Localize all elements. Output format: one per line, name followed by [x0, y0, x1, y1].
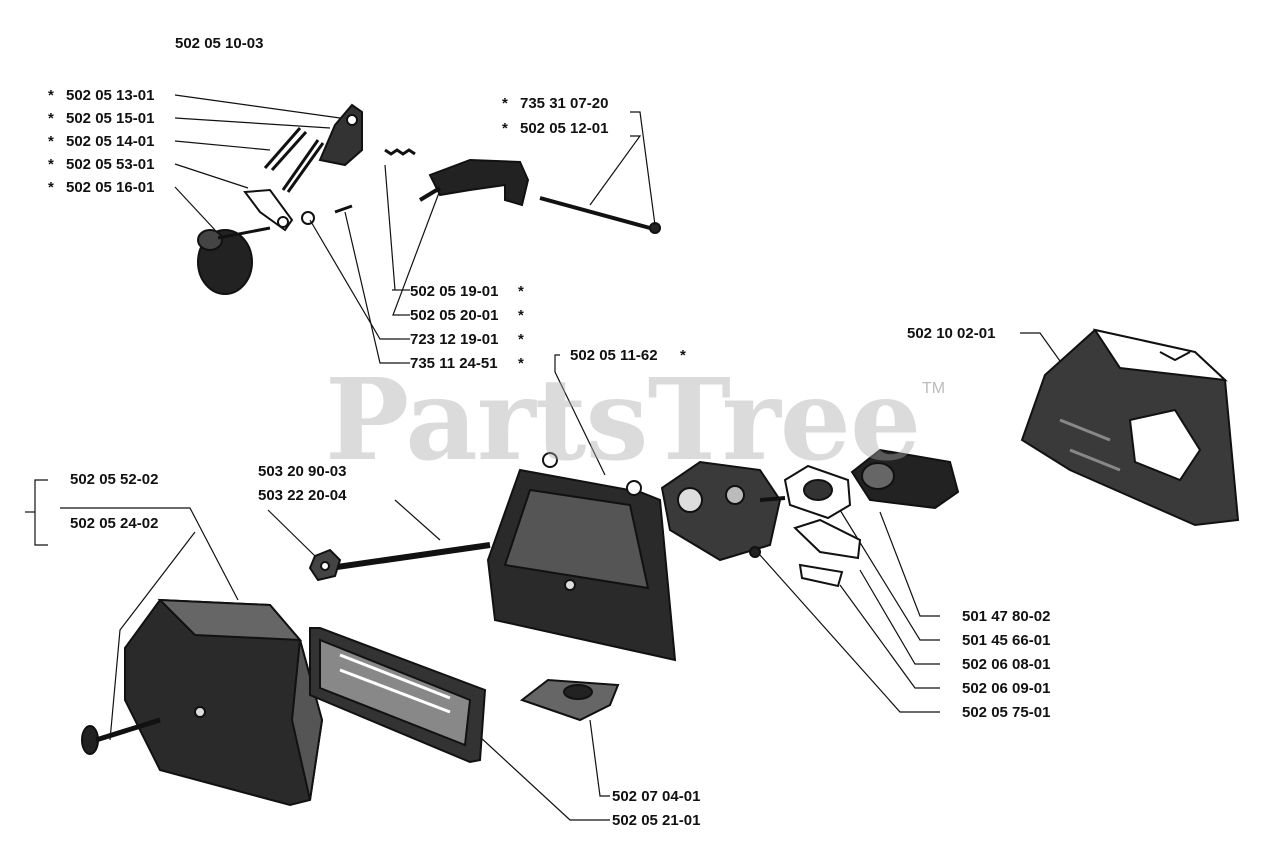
rod-part	[281, 139, 325, 193]
title-number: 502 05 10-03	[175, 35, 263, 52]
asterisk-mark: *	[48, 110, 54, 127]
part-label-502-06-09-01: 502 06 09-01	[962, 680, 1050, 697]
air-box-cover	[1020, 328, 1240, 527]
part-label-735-31-07-20: 735 31 07-20	[520, 95, 608, 112]
stud-and-nut	[308, 542, 491, 582]
part-label-502-05-75-01: 502 05 75-01	[962, 704, 1050, 721]
asterisk-mark: *	[518, 331, 524, 348]
part-label-501-45-66-01: 501 45 66-01	[962, 632, 1050, 649]
asterisk-mark: *	[502, 120, 508, 137]
part-label-502-05-19-01: 502 05 19-01	[410, 283, 498, 300]
part-label-502-05-24-02: 502 05 24-02	[70, 515, 158, 532]
part-label-502-05-53-01: 502 05 53-01	[66, 156, 154, 173]
part-label-502-05-11-62: 502 05 11-62	[570, 347, 658, 364]
asterisk-mark: *	[518, 283, 524, 300]
asterisk-mark: *	[48, 87, 54, 104]
part-labels: 502 05 10-03 * 502 05 13-01 * 502 05 15-…	[48, 35, 1050, 829]
part-label-502-06-08-01: 502 06 08-01	[962, 656, 1050, 673]
throttle-shaft	[539, 196, 651, 230]
part-label-503-22-20-04: 503 22 20-04	[258, 487, 347, 504]
filter-element	[309, 627, 487, 764]
part-label-502-10-02-01: 502 10 02-01	[907, 325, 995, 342]
part-label-502-05-14-01: 502 05 14-01	[66, 133, 154, 150]
part-label-502-05-20-01: 502 05 20-01	[410, 307, 498, 324]
part-label-502-05-13-01: 502 05 13-01	[66, 87, 154, 104]
filter-housing	[486, 452, 677, 662]
asterisk-mark: *	[48, 156, 54, 173]
carburetor	[660, 448, 960, 588]
throttle-linkage-group	[197, 103, 661, 295]
part-label-502-05-21-01: 502 05 21-01	[612, 812, 700, 829]
part-label-735-11-24-51: 735 11 24-51	[410, 355, 498, 372]
air-filter-cover	[81, 598, 324, 807]
watermark: PartsTree	[325, 355, 921, 486]
part-label-502-05-15-01: 502 05 15-01	[66, 110, 154, 127]
part-label-503-20-90-03: 503 20 90-03	[258, 463, 346, 480]
asterisk-mark: *	[502, 95, 508, 112]
bracket-part	[318, 103, 363, 167]
part-label-723-12-19-01: 723 12 19-01	[410, 331, 498, 348]
part-label-502-05-16-01: 502 05 16-01	[66, 179, 154, 196]
asterisk-mark: *	[48, 179, 54, 196]
trademark-mark: TM	[922, 380, 946, 397]
asterisk-mark: *	[518, 307, 524, 324]
asterisk-mark: *	[48, 133, 54, 150]
mount-plate	[519, 678, 620, 722]
part-label-502-07-04-01: 502 07 04-01	[612, 788, 700, 805]
spring-part	[263, 127, 308, 172]
asterisk-mark: *	[680, 347, 686, 364]
part-label-501-47-80-02: 501 47 80-02	[962, 608, 1050, 625]
spring-coil	[384, 148, 416, 156]
part-label-502-05-12-01: 502 05 12-01	[520, 120, 608, 137]
part-label-502-05-52-02: 502 05 52-02	[70, 471, 158, 488]
asterisk-mark: *	[518, 355, 524, 372]
leader-lines	[25, 94, 1066, 821]
throttle-trigger	[428, 158, 530, 207]
